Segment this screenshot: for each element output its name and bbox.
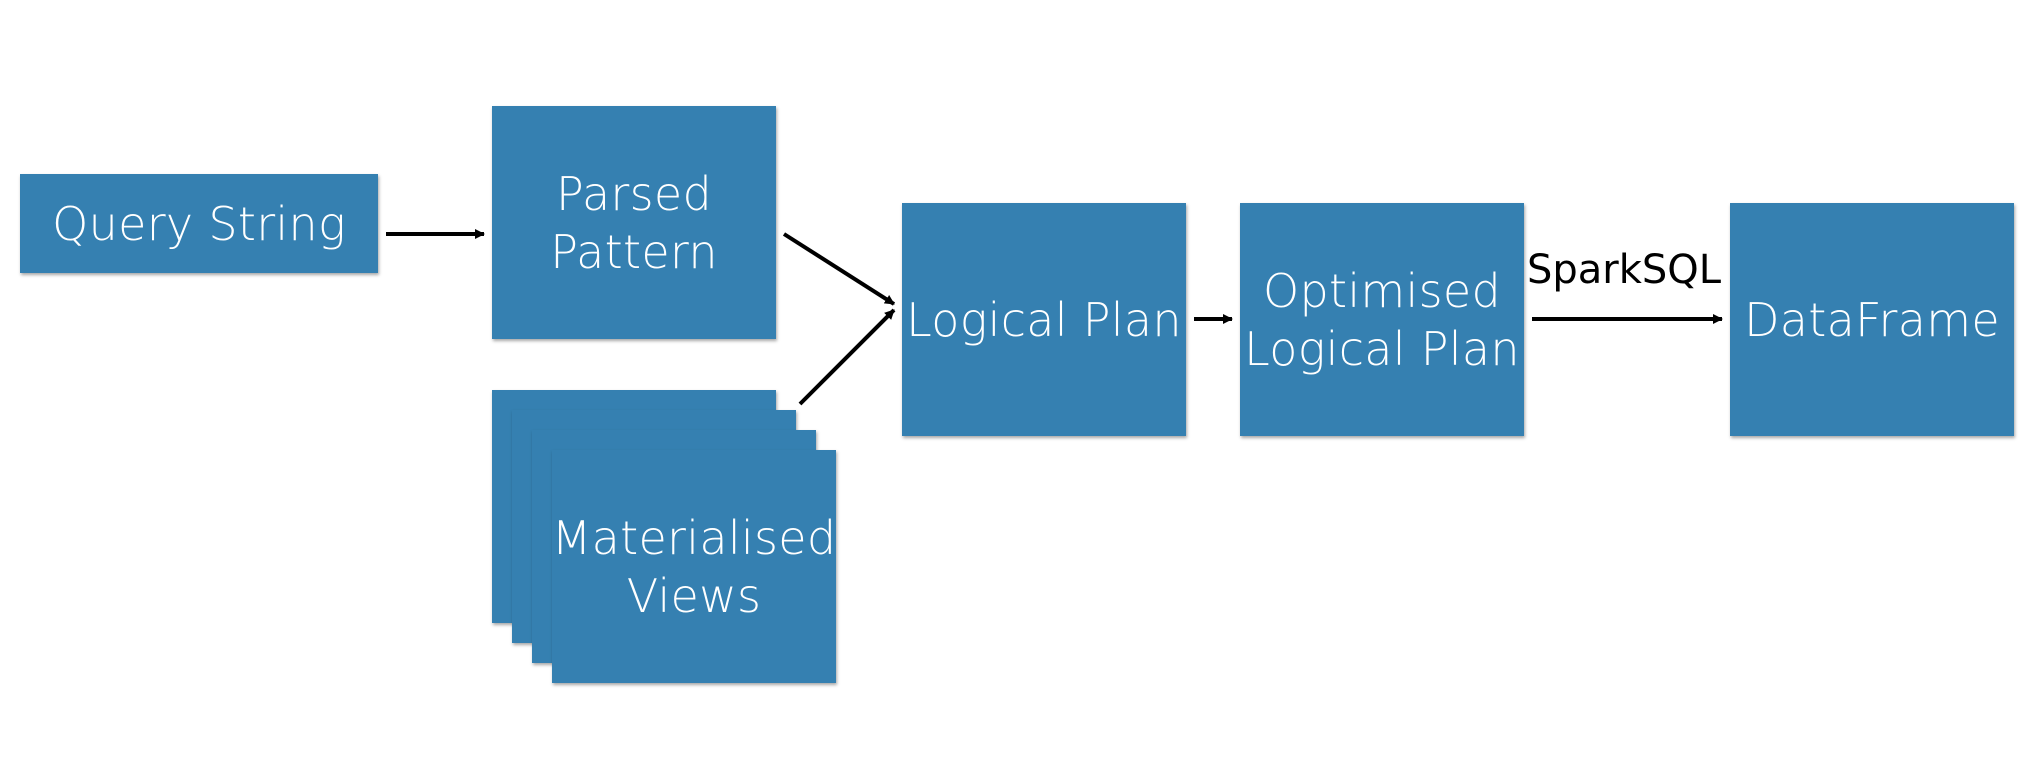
query-string-node: Query String bbox=[20, 174, 378, 273]
optimised-logical-plan-node: Optimised Logical Plan bbox=[1240, 203, 1524, 436]
parsed-pattern-node: Parsed Pattern bbox=[492, 106, 776, 339]
logical-plan-node: Logical Plan bbox=[902, 203, 1186, 436]
arrow-views-to-logical bbox=[798, 308, 896, 406]
arrow-parsed-to-logical bbox=[782, 232, 896, 306]
sparksql-edge-label: SparkSQL bbox=[1527, 247, 1722, 293]
query-string-label: Query String bbox=[52, 196, 346, 251]
logical-plan-label: Logical Plan bbox=[906, 292, 1182, 347]
materialised-views-label: Materialised Views bbox=[551, 510, 837, 623]
parsed-pattern-label: Parsed Pattern bbox=[550, 166, 718, 279]
optimised-logical-plan-label: Optimised Logical Plan bbox=[1244, 263, 1520, 376]
dataframe-node: DataFrame bbox=[1730, 203, 2014, 436]
dataframe-label: DataFrame bbox=[1744, 292, 2000, 347]
materialised-views-node: Materialised Views bbox=[552, 450, 836, 683]
